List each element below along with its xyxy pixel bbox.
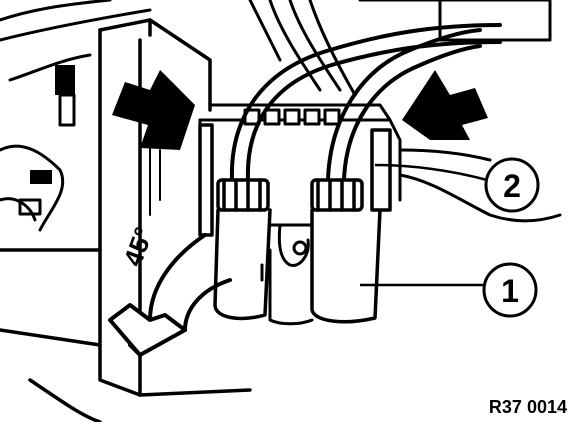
angle-label: 45° bbox=[117, 223, 159, 270]
callout-1-number: 1 bbox=[501, 273, 519, 309]
center-clip bbox=[260, 223, 314, 326]
rotation-arrow bbox=[108, 233, 232, 357]
wiring-harness bbox=[0, 0, 152, 232]
hose-right bbox=[326, 28, 482, 182]
figure-reference-code: R37 0014 bbox=[489, 397, 567, 417]
callout-2-number: 2 bbox=[503, 168, 521, 204]
callout-1: 1 bbox=[360, 262, 538, 318]
callout-2: 2 bbox=[374, 157, 540, 213]
hose-left bbox=[229, 23, 502, 182]
press-arrow-right-icon bbox=[402, 70, 488, 140]
sensor-module-right bbox=[310, 128, 392, 324]
press-arrow-left-icon bbox=[112, 70, 195, 150]
